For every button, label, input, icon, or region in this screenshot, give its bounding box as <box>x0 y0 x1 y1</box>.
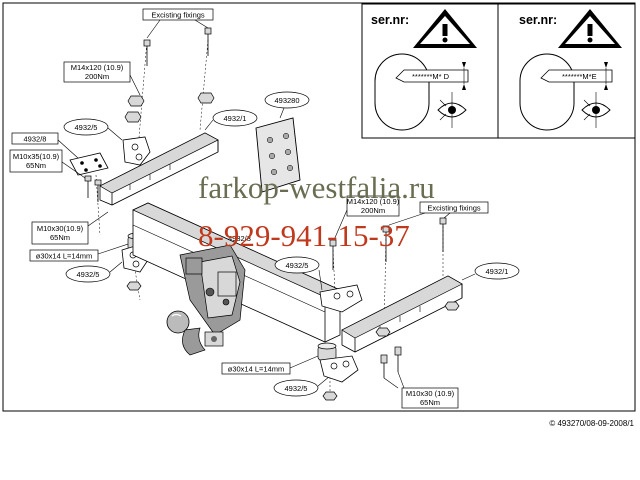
towball-coupling <box>166 244 246 356</box>
drawing-reference: © 493270/08-09-2008/1 <box>549 419 634 428</box>
bolt-icon <box>380 346 402 378</box>
existing-fixings-right: Excisting fixings <box>382 201 489 262</box>
watermark-phone: 8-929-941-15-37 <box>198 218 410 253</box>
bolt-left-upper-spec: M10x35(10.9) <box>13 152 60 161</box>
bolt-icon <box>382 217 447 262</box>
bolt-left-upper-torque: 65Nm <box>26 161 46 170</box>
bolt-callout-left-upper: M10x35(10.9) 65Nm <box>9 149 102 202</box>
bracket-4932-5-upper: 4932/5 <box>63 118 151 166</box>
plate-4932-8: 4932/8 <box>11 132 109 176</box>
bracket-4932-5-bottom: 4932/5 <box>273 355 359 401</box>
part-label-plate-center: 493280 <box>274 96 299 105</box>
side-arm-4932-1-left: 4932/1 <box>99 109 258 206</box>
bolt-icon <box>143 27 212 66</box>
towball-neck-outline <box>519 53 575 131</box>
serial-panel-2: ser.nr: *******M*E <box>497 3 636 139</box>
existing-fixings-top: Excisting fixings <box>142 8 214 66</box>
bolt-callout-top: M14x120 (10.9) 200Nm <box>63 61 215 123</box>
spacer-left-spec: ø30x14 L=14mm <box>36 252 93 261</box>
bolt-top-spec: M14x120 (10.9) <box>71 63 124 72</box>
bolt-bottom-spec: M10x30 (10.9) <box>406 389 455 398</box>
serial-panel-1: ser.nr: *******M* D <box>361 3 499 139</box>
bolt-mid-torque: 200Nm <box>361 206 385 215</box>
part-label-crossbar: 4932/3 <box>228 234 251 243</box>
existing-fixings-right-label: Excisting fixings <box>427 204 481 213</box>
bolt-icon <box>84 175 102 202</box>
bolt-bottom-torque: 65Nm <box>420 398 440 407</box>
serial-plate-pointer <box>540 69 613 83</box>
existing-fixings-top-label: Excisting fixings <box>151 11 205 20</box>
plate-493280: 493280 <box>255 91 310 193</box>
bolt-icon <box>329 239 337 270</box>
side-arm-4932-1-right: 4932/1 <box>341 262 520 353</box>
serial-panel-2-title: ser.nr: <box>519 13 557 27</box>
part-label-arm-right: 4932/1 <box>486 267 509 276</box>
eye-icon <box>581 92 611 128</box>
watermark-site: farkop-westfalia.ru <box>198 170 435 205</box>
serial-panel-1-title: ser.nr: <box>371 13 409 27</box>
warning-icon <box>558 9 622 48</box>
serial-panel-1-code: *******M* D <box>412 72 450 81</box>
warning-icon <box>413 9 477 48</box>
drawing-frame <box>2 2 636 412</box>
bolt-callout-left-lower: M10x30(10.9) 65Nm <box>31 211 109 245</box>
bolt-left-lower-spec: M10x30(10.9) <box>37 224 84 233</box>
bolt-callout-bottom: M10x30 (10.9) 65Nm <box>380 346 459 409</box>
bolt-callout-mid: M14x120 (10.9) 200Nm <box>329 195 400 270</box>
eye-icon <box>437 92 467 128</box>
part-label-bracket-left-top: 4932/5 <box>75 123 98 132</box>
serial-plate-pointer <box>395 69 469 83</box>
bolt-left-lower-torque: 65Nm <box>50 233 70 242</box>
bolt-mid-spec: M14x120 (10.9) <box>347 197 400 206</box>
spacer-bottom-spec: ø30x14 L=14mm <box>228 365 285 374</box>
part-label-plate-left: 4932/8 <box>24 135 47 144</box>
bolt-top-torque: 200Nm <box>85 72 109 81</box>
part-label-bracket-bottom: 4932/5 <box>285 384 308 393</box>
towball-neck-outline <box>374 53 430 131</box>
serial-panel-2-code: *******M*E <box>562 72 597 81</box>
bracket-4932-5-mid: 4932/5 <box>274 256 363 313</box>
part-label-bracket-mid: 4932/5 <box>286 261 309 270</box>
part-label-arm-left: 4932/1 <box>224 114 247 123</box>
part-label-bracket-left-bottom: 4932/5 <box>77 270 100 279</box>
spacer-callout-bottom: ø30x14 L=14mm <box>221 342 337 375</box>
